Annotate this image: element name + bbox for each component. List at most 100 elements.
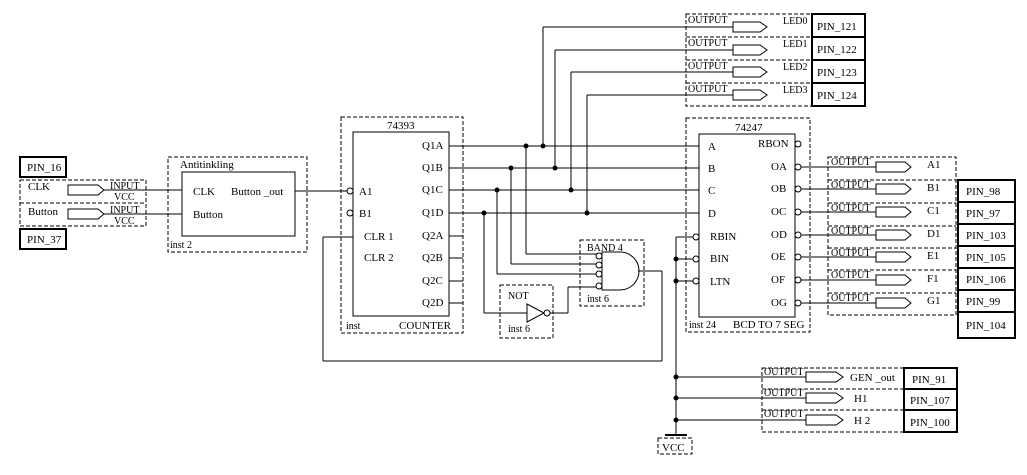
counter-b1-bubble <box>346 209 354 217</box>
not-frame <box>499 284 554 339</box>
decoder-frame <box>685 117 811 333</box>
pin-label-clk: PIN_16 <box>27 162 62 174</box>
oe-output-word: OUTPUT <box>831 248 870 259</box>
decoder-inst: inst 24 <box>689 320 716 331</box>
od-output-word: OUTPUT <box>831 226 870 237</box>
counter-clr2-label: CLR 2 <box>364 252 394 264</box>
decoder-oc-label: OC <box>771 206 786 218</box>
led0-label: LED0 <box>783 16 807 27</box>
oc-output-word: OUTPUT <box>831 203 870 214</box>
led3-output-word: OUTPUT <box>688 84 727 95</box>
decoder-b-label: B <box>708 163 715 175</box>
clk-vcc-word: VCC <box>114 192 135 203</box>
h1-output-port[interactable] <box>805 392 844 404</box>
b1-label: B1 <box>927 182 940 194</box>
decoder-ltn-label: LTN <box>710 276 730 288</box>
clk-input-word: INPUT <box>110 181 139 192</box>
counter-q2b-label: Q2B <box>422 252 443 264</box>
gen-label: GEN _out <box>850 372 895 384</box>
pin-box-h2[interactable] <box>903 409 958 433</box>
pin-box-led3[interactable] <box>811 82 866 107</box>
c1-output-port[interactable] <box>875 206 912 218</box>
pin-label-c1: PIN_97 <box>966 208 1001 220</box>
d1-output-port[interactable] <box>875 229 912 241</box>
counter-block[interactable] <box>352 131 450 317</box>
e1-label: E1 <box>927 250 939 262</box>
antitinkling-block[interactable] <box>181 171 296 237</box>
vcc-frame <box>657 437 693 455</box>
counter-inst: inst <box>346 321 361 332</box>
counter-b1-label: B1 <box>359 208 372 220</box>
a1-output-port[interactable] <box>875 161 912 173</box>
led1-output-port[interactable] <box>732 44 768 56</box>
pin-label-h2: PIN_100 <box>910 417 950 429</box>
gen-output-word: OUTPUT <box>764 367 803 378</box>
decoder-name: BCD TO 7 SEG <box>733 319 804 331</box>
b1-output-port[interactable] <box>875 183 912 195</box>
pin-box-g1b[interactable] <box>957 311 1016 339</box>
button-vcc-word: VCC <box>114 216 135 227</box>
c1-label: C1 <box>927 205 940 217</box>
pin-box-button[interactable] <box>19 228 67 250</box>
pin-label-f1: PIN_106 <box>966 274 1006 286</box>
band-inst: inst 6 <box>587 294 609 305</box>
h1-output-word: OUTPUT <box>764 388 803 399</box>
counter-a1-bubble <box>346 187 354 195</box>
decoder-a-label: A <box>708 141 716 153</box>
pin-label-g1: PIN_99 <box>966 296 1001 308</box>
counter-q1c-label: Q1C <box>422 184 443 196</box>
h2-label: H 2 <box>854 415 870 427</box>
counter-q1b-label: Q1B <box>422 162 443 174</box>
decoder-block[interactable] <box>698 133 796 318</box>
f1-label: F1 <box>927 273 939 285</box>
button-input-port[interactable] <box>67 208 105 220</box>
antitinkling-frame <box>167 156 308 253</box>
e1-output-port[interactable] <box>875 251 912 263</box>
led3-output-port[interactable] <box>732 89 768 101</box>
led2-output-word: OUTPUT <box>688 61 727 72</box>
band-frame <box>579 239 645 307</box>
clk-input-label: CLK <box>28 181 50 193</box>
decoder-rbin-label: RBIN <box>710 231 736 243</box>
antitinkling-title: Antitinkling <box>180 159 234 171</box>
not-gate[interactable] <box>526 303 546 323</box>
pin-label-led0: PIN_121 <box>817 21 857 33</box>
g1-label: G1 <box>927 295 940 307</box>
pin-label-led1: PIN_122 <box>817 44 857 56</box>
led3-label: LED3 <box>783 85 807 96</box>
band-gate[interactable] <box>601 251 640 291</box>
led2-label: LED2 <box>783 62 807 73</box>
button-input-word: INPUT <box>110 205 139 216</box>
decoder-d-label: D <box>708 208 716 220</box>
decoder-bin-label: BIN <box>710 253 729 265</box>
led2-output-port[interactable] <box>732 66 768 78</box>
band-title: BAND 4 <box>587 243 623 254</box>
f1-output-port[interactable] <box>875 274 912 286</box>
antitinkling-in-clk: CLK <box>193 186 215 198</box>
h1-label: H1 <box>854 393 867 405</box>
og-output-word: OUTPUT <box>831 293 870 304</box>
button-input-label: Button <box>28 206 58 218</box>
gen-output-port[interactable] <box>805 371 844 383</box>
pin-label-gen: PIN_91 <box>912 374 946 386</box>
clk-input-port[interactable] <box>67 184 105 196</box>
not-inst: inst 6 <box>508 324 530 335</box>
g1-output-port[interactable] <box>875 297 912 309</box>
pin-label-led2: PIN_123 <box>817 67 857 79</box>
pin-label-g1b: PIN_104 <box>966 320 1006 332</box>
counter-name: COUNTER <box>399 320 452 332</box>
pin-label-d1: PIN_103 <box>966 230 1006 242</box>
h2-output-word: OUTPUT <box>764 409 803 420</box>
decoder-of-label: OF <box>771 274 785 286</box>
decoder-title: 74247 <box>735 122 763 134</box>
decoder-ob-label: OB <box>771 183 786 195</box>
pin-box-clk[interactable] <box>19 156 67 178</box>
of-output-word: OUTPUT <box>831 270 870 281</box>
led0-output-port[interactable] <box>732 21 768 33</box>
counter-q2c-label: Q2C <box>422 275 443 287</box>
counter-clr1-label: CLR 1 <box>364 231 394 243</box>
d1-label: D1 <box>927 228 940 240</box>
h2-output-port[interactable] <box>805 414 844 426</box>
decoder-oe-label: OE <box>771 251 786 263</box>
pin-label-b1: PIN_98 <box>966 186 1001 198</box>
